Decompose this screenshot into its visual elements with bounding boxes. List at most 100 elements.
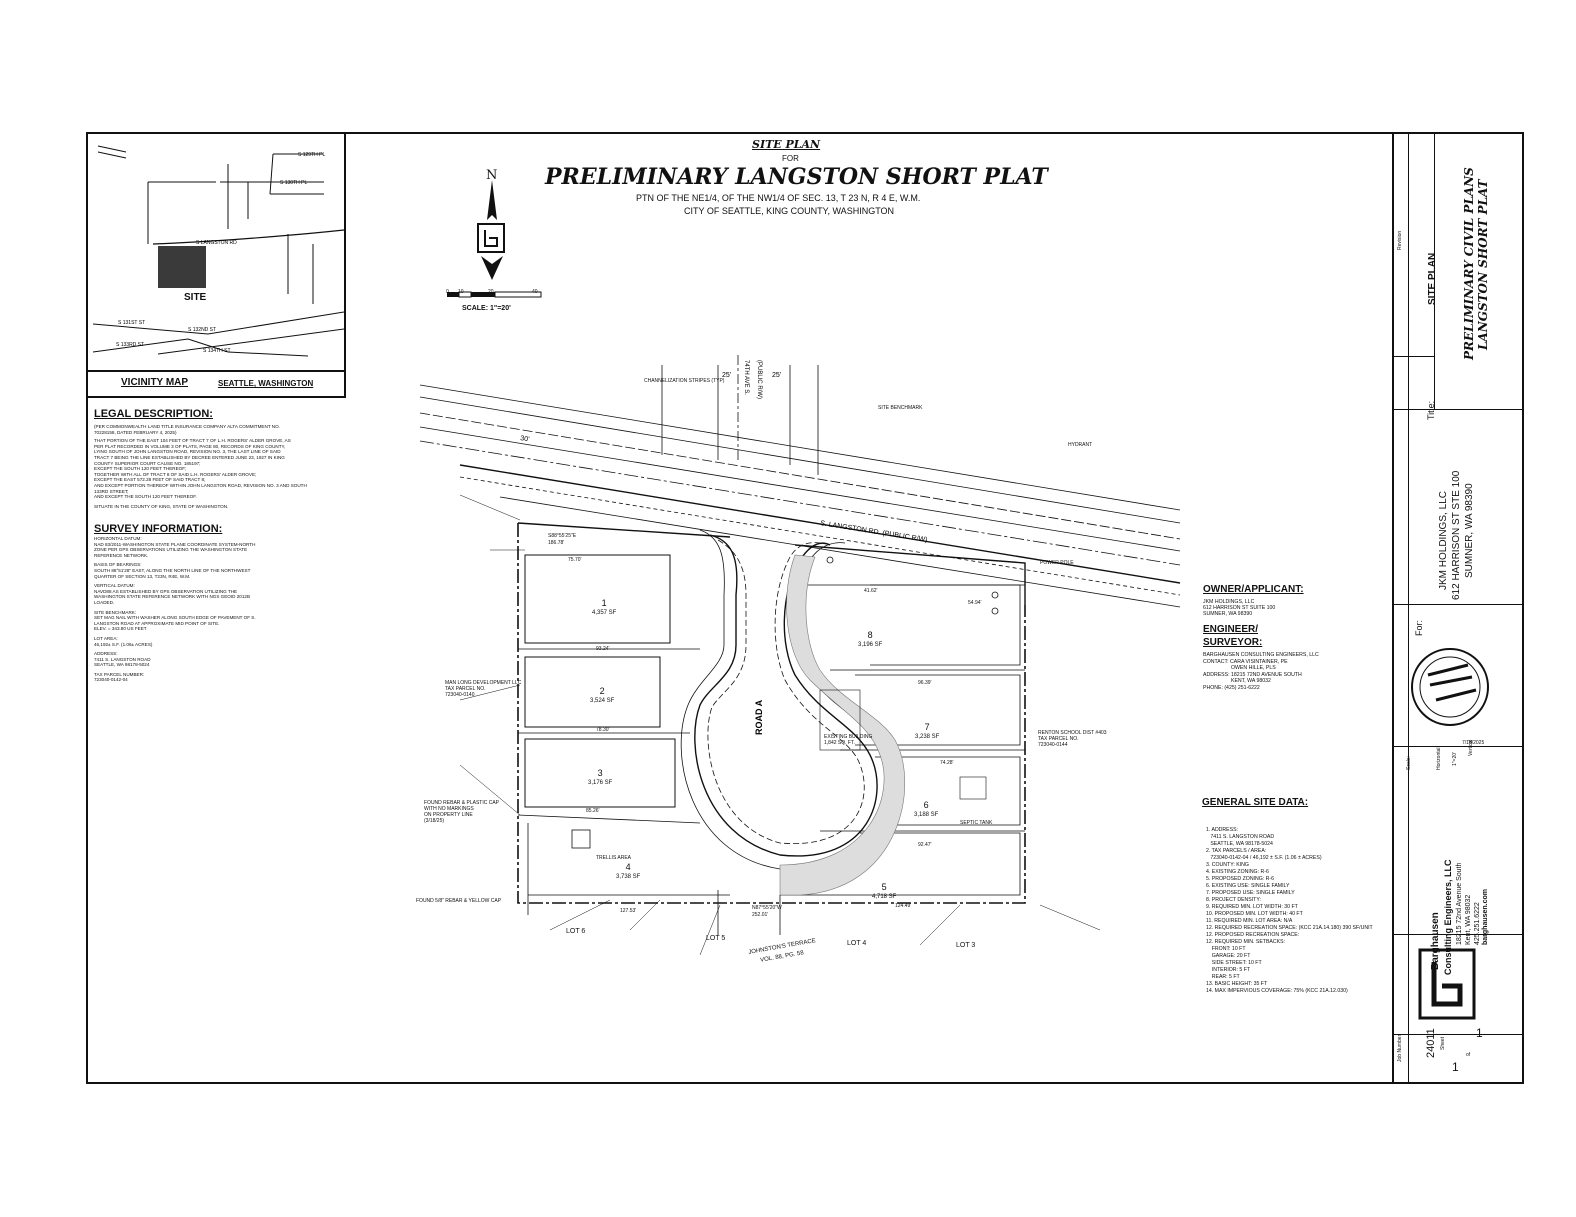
- dim-186-78: 186.78': [548, 540, 565, 546]
- svg-text:S 133RD ST: S 133RD ST: [116, 342, 144, 348]
- dim-41-62: 41.62': [864, 588, 878, 594]
- revision-label: Revision: [1397, 230, 1403, 250]
- svg-text:S 129TH PL: S 129TH PL: [298, 152, 325, 158]
- dim-252-01: 252.01': [752, 912, 769, 918]
- legal-description-text: (PER COMMONWEALTH LAND TITLE INSURANCE C…: [94, 424, 307, 509]
- dim-54-94: 54.94': [968, 600, 982, 606]
- svg-text:S 131ST ST: S 131ST ST: [118, 320, 145, 326]
- legal-description-title: LEGAL DESCRIPTION:: [94, 408, 213, 420]
- engineer-title-1: ENGINEER/: [1203, 624, 1259, 635]
- plan-title-2: LANGSTON SHORT PLAT: [1476, 179, 1490, 350]
- sheet-title: SITE PLAN: [1427, 252, 1438, 305]
- vicinity-map: S 129TH PL S 130TH PL S LANGSTON RD S 13…: [88, 134, 346, 398]
- firm-address-2: Kent, WA 98032: [1465, 894, 1472, 945]
- title-for: FOR: [782, 154, 799, 163]
- for-label: For:: [1414, 619, 1424, 636]
- note-channelization: CHANNELIZATION STRIPES (TYP): [644, 378, 725, 384]
- bearing-north: S88°55'25"E: [548, 533, 577, 539]
- client-address-1: 612 HARRISON ST STE 100: [1451, 470, 1462, 600]
- svg-text:S 130TH PL: S 130TH PL: [280, 180, 307, 186]
- note-trellis: TRELLIS AREA: [596, 855, 632, 861]
- bearing-south: N87°55'20"W: [752, 905, 782, 911]
- offsite-lot-3: LOT 3: [956, 942, 976, 949]
- dim-74-28: 74.28': [940, 760, 954, 766]
- scale-tick-10: 10: [458, 289, 464, 295]
- north-letter: N: [486, 168, 498, 183]
- drawing-sheet-border: [86, 132, 1524, 1084]
- dim-127-53: 127.53': [620, 908, 637, 914]
- barghausen-logo-icon: [1418, 948, 1476, 1020]
- seal-date: 7/18/2025: [1462, 740, 1485, 746]
- dim-92-47: 92.47': [918, 842, 932, 848]
- site-parcel: [158, 246, 206, 288]
- svg-text:25': 25': [722, 372, 731, 379]
- firm-phone: 425.251.6222: [1474, 902, 1481, 945]
- scale-value: 1"=20': [1452, 752, 1458, 766]
- north-arrow-icon: [447, 180, 542, 298]
- general-site-data-title: GENERAL SITE DATA:: [1202, 797, 1309, 808]
- title-label: Title:: [1426, 400, 1436, 420]
- scale-vertical: Vertical: [1468, 739, 1474, 756]
- client-name: JKM HOLDINGS, LLC: [1438, 491, 1449, 590]
- avenue-label: 74TH AVE S.: [743, 360, 749, 395]
- sheet-number: 1: [1452, 1060, 1459, 1074]
- title-subtitle-1: PTN OF THE NE1/4, OF THE NW1/4 OF SEC. 1…: [636, 193, 921, 203]
- sheet-heading: SITE PLAN: [752, 138, 821, 151]
- dim-85-26: 85.26': [586, 808, 600, 814]
- note-power-pole: POWER POLE: [1040, 560, 1074, 566]
- note-site-benchmark: SITE BENCHMARK: [878, 405, 923, 411]
- survey-information-text: HORIZONTAL DATUM:NAD 83/2011-WASHINGTON …: [94, 536, 256, 683]
- job-number-label: Job Number: [1397, 1034, 1403, 1062]
- vicinity-map-location: SEATTLE, WASHINGTON: [218, 379, 314, 388]
- dim-124-49: 124.49': [895, 903, 912, 909]
- firm-website: barghausen.com: [1482, 888, 1489, 945]
- offsite-lot-4: LOT 4: [847, 940, 867, 947]
- offsite-lot-6: LOT 6: [566, 928, 586, 935]
- owner-title: OWNER/APPLICANT:: [1203, 584, 1304, 595]
- client-address-2: SUMNER, WA 98390: [1464, 483, 1475, 578]
- road-a-label: ROAD A: [754, 699, 764, 735]
- svg-text:30': 30': [520, 435, 530, 443]
- svg-text:(PUBLIC R/W): (PUBLIC R/W): [756, 360, 762, 399]
- general-site-data-list: 1. ADDRESS: 7411 S. LANGSTON ROAD SEATTL…: [1206, 827, 1373, 994]
- title-block: [1392, 134, 1522, 1082]
- dim-75-70: 75.70': [568, 557, 582, 563]
- langston-road-label: S. LANGSTON RD. (PUBLIC R/W): [820, 520, 928, 544]
- scale-label: SCALE: 1"=20': [462, 305, 511, 312]
- dim-96-39: 96.39': [918, 680, 932, 686]
- site-plan-drawing: S. LANGSTON RD. (PUBLIC R/W) 74TH AVE S.…: [419, 355, 1181, 956]
- survey-information-title: SURVEY INFORMATION:: [94, 523, 223, 535]
- note-hydrant: HYDRANT: [1068, 442, 1093, 448]
- scale-tick-0: 0: [446, 289, 449, 295]
- title-subtitle-2: CITY OF SEATTLE, KING COUNTY, WASHINGTON: [684, 206, 895, 216]
- vicinity-map-title: VICINITY MAP: [121, 377, 189, 388]
- sheet-count: 1: [1476, 1026, 1483, 1040]
- svg-text:25': 25': [772, 372, 781, 379]
- scale-tick-20: 20: [488, 289, 494, 295]
- vicinity-map-drawing: S 129TH PL S 130TH PL S LANGSTON RD S 13…: [92, 145, 344, 357]
- firm-address-1: 18215 72nd Avenue South: [1456, 862, 1463, 945]
- sheet-of: of: [1466, 1052, 1471, 1058]
- plan-title-1: PRELIMINARY CIVIL PLANS: [1462, 167, 1476, 360]
- page-title: PRELIMINARY LANGSTON SHORT PLAT: [545, 164, 1048, 190]
- scale-horizontal: Horizontal: [1436, 747, 1442, 770]
- sheet-number-label: Sheet: [1440, 1036, 1446, 1050]
- dim-93-24: 93.24': [596, 646, 610, 652]
- scale-label-tb: Scale:: [1406, 756, 1412, 770]
- vicinity-site-label: SITE: [184, 292, 207, 303]
- engineer-seal-icon: [1411, 648, 1489, 726]
